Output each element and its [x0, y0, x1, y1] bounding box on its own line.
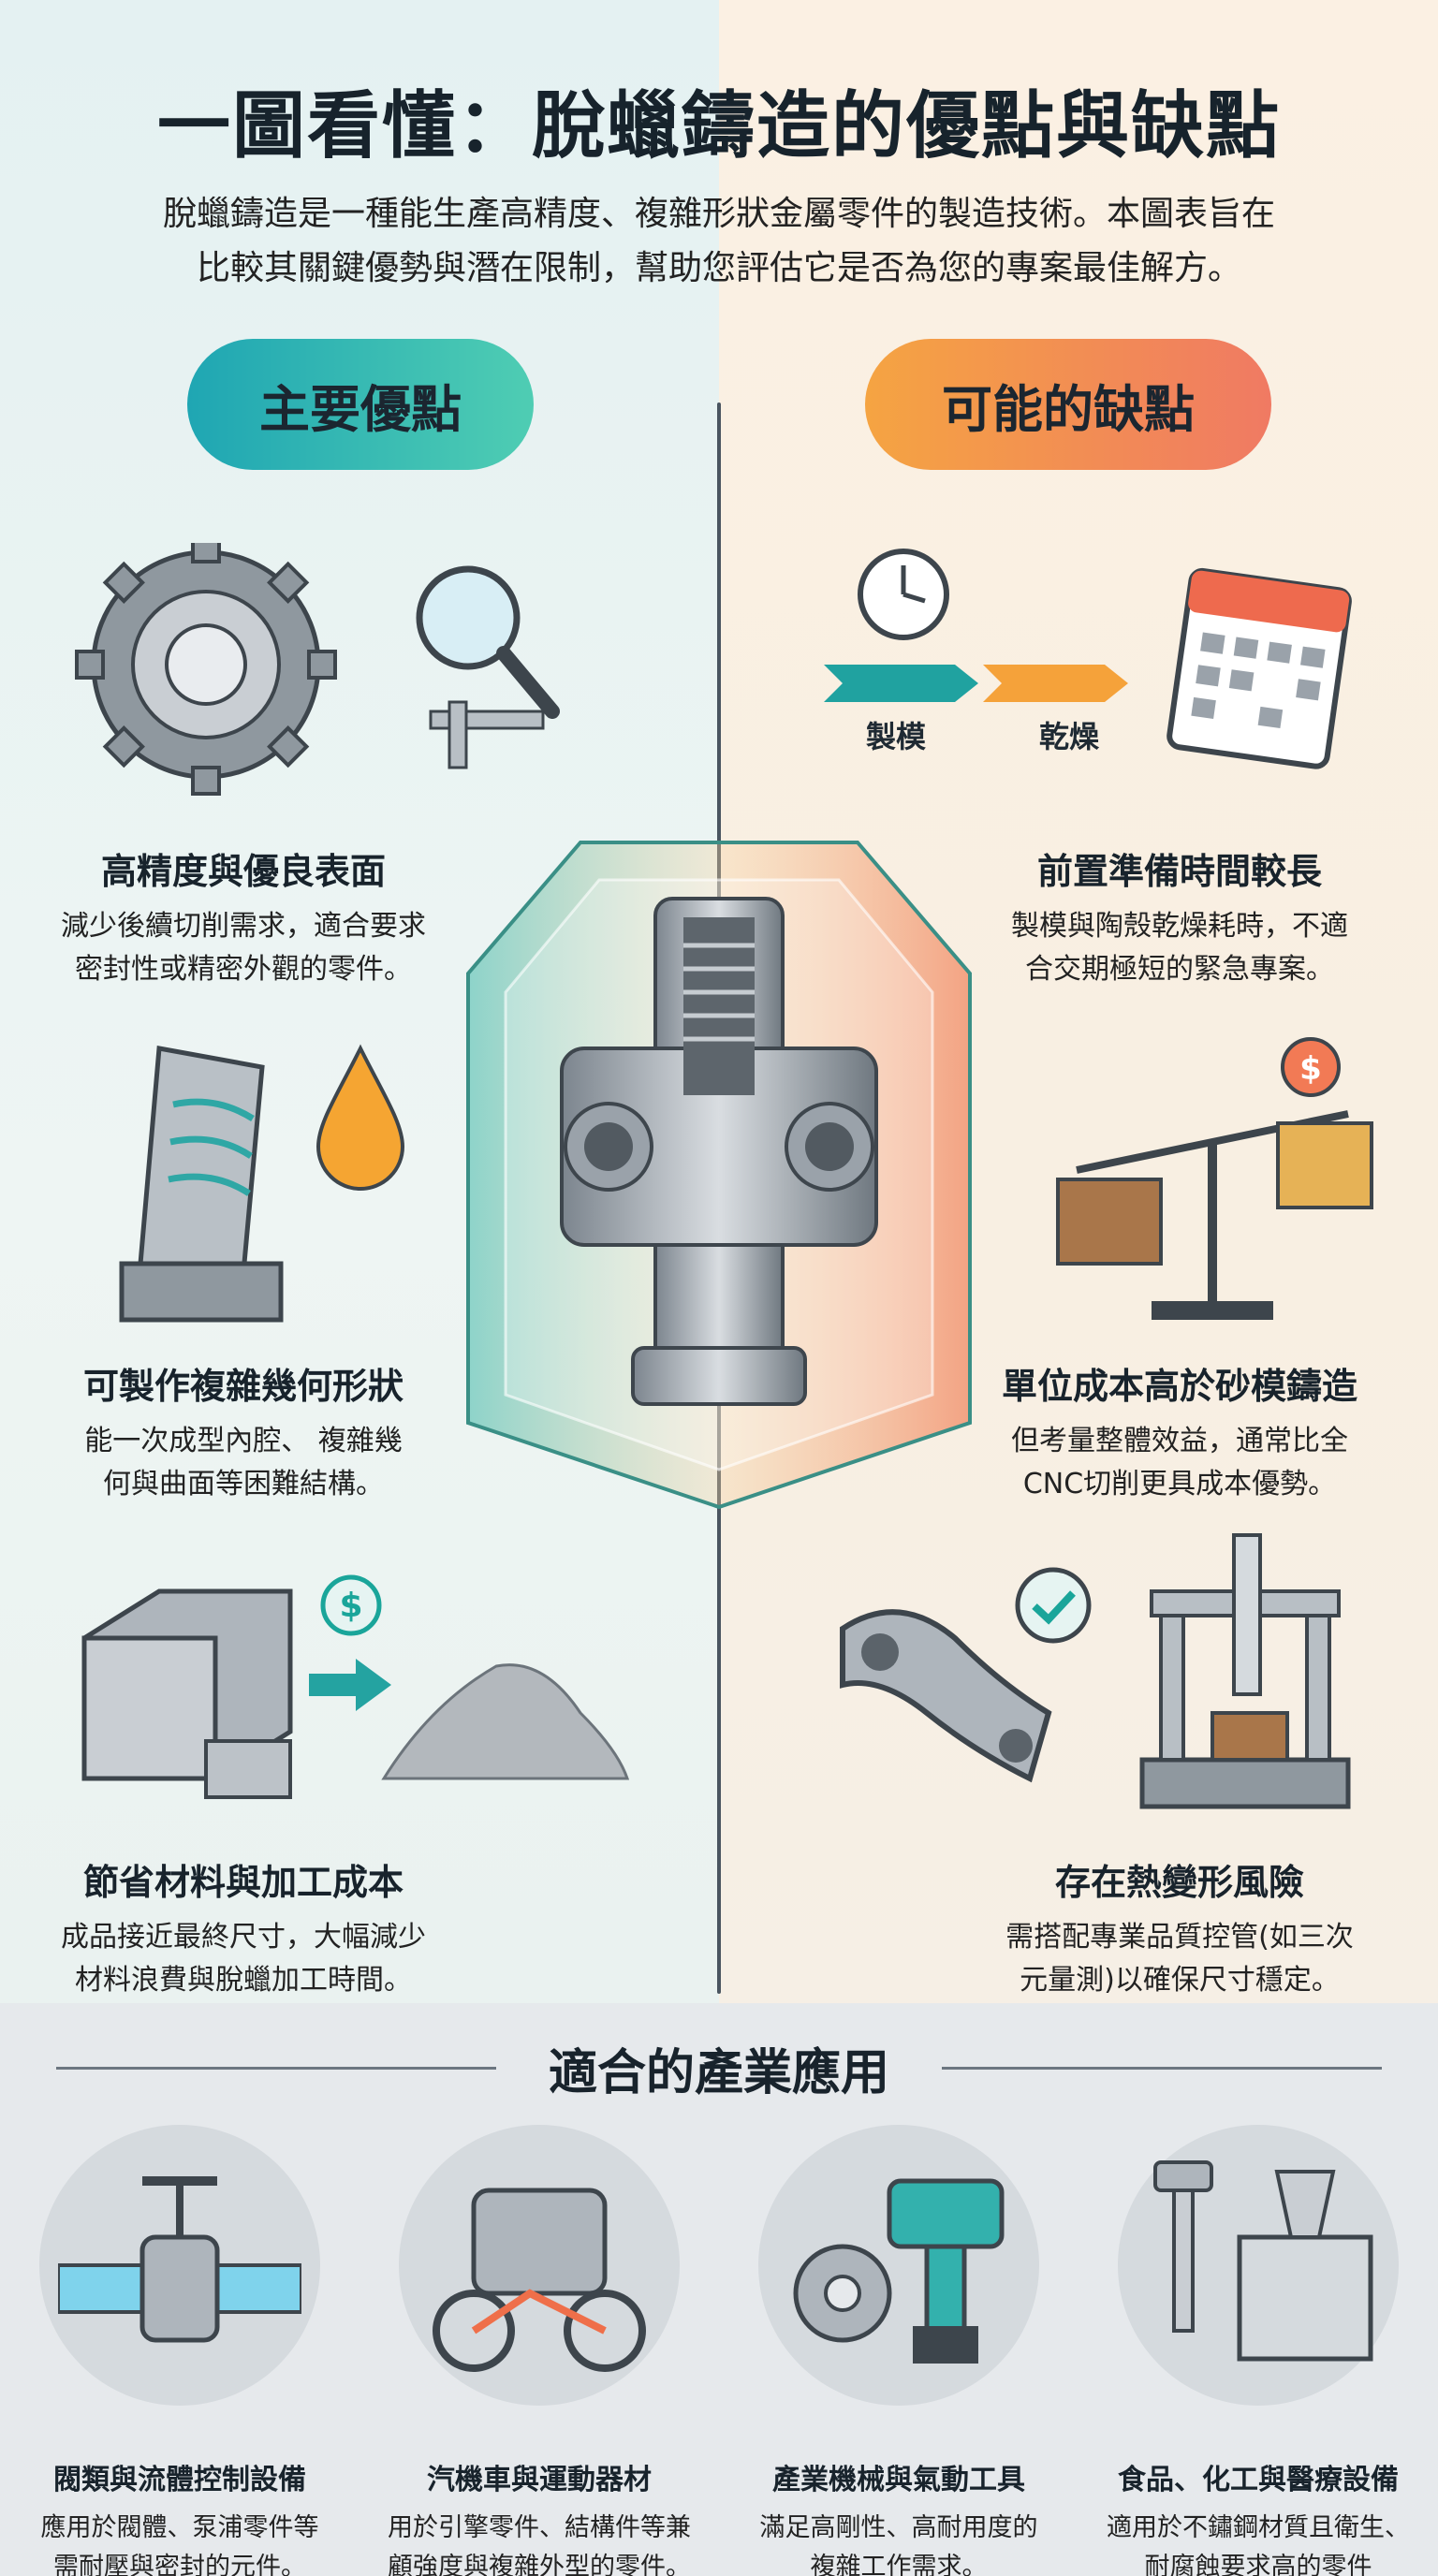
- con-item-2-desc: 但考量整體效益，通常比全 CNC切削更具成本優勢。: [974, 1420, 1386, 1506]
- metal-block-icon: [81, 1588, 293, 1799]
- pro-item-2-desc: 能一次成型內腔、 複雜幾 何與曲面等困難結構。: [37, 1420, 449, 1506]
- intro-line-1: 脫蠟鑄造是一種能生產高精度、複雜形狀金屬零件的製造技術。本圖表旨在: [162, 195, 1275, 233]
- con-item-2-title: 單位成本高於砂模鑄造: [1001, 1366, 1357, 1407]
- clock-icon: [858, 549, 949, 640]
- section-rule-right: [942, 2067, 1382, 2070]
- con-item-1-desc: 製模與陶殼乾燥耗時，不適 合交期極短的緊急專案。: [974, 905, 1386, 991]
- pro-item-3-title: 節省材料與加工成本: [82, 1862, 404, 1903]
- gear-icon: [75, 543, 337, 796]
- valve-body-illustration: [466, 841, 972, 1510]
- pro-item-3-line-1: 成品接近最終尺寸，大幅減少: [61, 1921, 426, 1954]
- industry-item-3-line-2: 複雜工作需求。: [810, 2553, 988, 2576]
- industry-item-1-line-1: 應用於閥體、泵浦零件等: [40, 2513, 319, 2542]
- industry-item-3-desc: 滿足高剛性、高耐用度的 複雜工作需求。: [719, 2509, 1078, 2576]
- pro-item-3: 節省材料與加工成本 成品接近最終尺寸，大幅減少 材料浪費與脫蠟加工時間。: [37, 1853, 449, 2002]
- pros-heading: 主要優點: [187, 339, 534, 470]
- industry-item-4-title: 食品、化工與醫療設備: [1118, 2464, 1399, 2496]
- cmm-machine-icon: [1139, 1533, 1351, 1809]
- industries-heading: 適合的產業應用: [548, 2045, 889, 2101]
- drill-glyph: [793, 2178, 1005, 2364]
- pro-item-2-line-2: 何與曲面等困難結構。: [103, 1468, 384, 1500]
- timeline-arrows: [824, 665, 1128, 702]
- con-item-3-line-1: 需搭配專業品質控管(如三次: [1005, 1921, 1354, 1954]
- industry-item-1-desc: 應用於閥體、泵浦零件等 需耐壓與密封的元件。: [0, 2509, 360, 2576]
- food-machine-glyph: [1153, 2160, 1373, 2362]
- cons-heading: 可能的缺點: [865, 339, 1271, 470]
- pro-item-2-line-1: 能一次成型內腔、 複雜幾: [84, 1425, 403, 1457]
- pro-item-2-title: 可製作複雜幾何形狀: [82, 1366, 404, 1407]
- warped-part-icon: [840, 1609, 1052, 1783]
- turbine-blade-icon: [119, 1046, 284, 1323]
- check-icon: [1015, 1567, 1092, 1644]
- industry-item-1-title: 閥類與流體控制設備: [53, 2464, 306, 2496]
- balance-scale-icon: $: [1056, 1037, 1373, 1320]
- pro-item-1-desc: 減少後續切削需求，適合要求 密封性或精密外觀的零件。: [37, 905, 449, 991]
- wax-drop-icon: [315, 1044, 405, 1191]
- con-item-3-desc: 需搭配專業品質控管(如三次 元量測)以確保尺寸穩定。: [974, 1916, 1386, 2002]
- arrow-icon: [309, 1659, 391, 1711]
- industry-item-1-line-2: 需耐壓與密封的元件。: [53, 2553, 306, 2576]
- industry-item-4-desc: 適用於不鏽鋼材質且衛生、 耐腐蝕要求高的零件: [1078, 2509, 1438, 2576]
- industry-item-3-title: 產業機械與氣動工具: [772, 2464, 1025, 2496]
- intro-line-2: 比較其關鍵優勢與潛在限制，幫助您評估它是否為您的專案最佳解方。: [196, 249, 1241, 287]
- intro-text: 脫蠟鑄造是一種能生產高精度、複雜形狀金屬零件的製造技術。本圖表旨在 比較其關鍵優…: [94, 187, 1344, 296]
- con-item-3-line-2: 元量測)以確保尺寸穩定。: [1020, 1964, 1340, 1997]
- con-item-2: 單位成本高於砂模鑄造 但考量整體效益，通常比全 CNC切削更具成本優勢。: [974, 1357, 1386, 1506]
- pro-item-2: 可製作複雜幾何形狀 能一次成型內腔、 複雜幾 何與曲面等困難結構。: [37, 1357, 449, 1506]
- industry-item-2-line-1: 用於引擎零件、結構件等兼: [388, 2513, 691, 2542]
- engine-glyph: [433, 2188, 646, 2372]
- caliper-icon: [429, 700, 545, 769]
- pro-item-1-title: 高精度與優良表面: [100, 851, 386, 892]
- pro-item-1-line-1: 減少後續切削需求，適合要求: [61, 910, 426, 943]
- industry-item-2-desc: 用於引擎零件、結構件等兼 顧強度與複雜外型的零件。: [360, 2509, 719, 2576]
- dollar-icon: $: [320, 1574, 382, 1636]
- con-item-3-title: 存在熱變形風險: [1054, 1862, 1304, 1903]
- industry-item-3-line-1: 滿足高剛性、高耐用度的: [759, 2513, 1038, 2542]
- timeline-step-2: 乾燥: [1039, 719, 1100, 754]
- pro-item-1-line-2: 密封性或精密外觀的零件。: [75, 953, 412, 986]
- industry-item-4-line-2: 耐腐蝕要求高的零件: [1144, 2553, 1372, 2576]
- con-item-2-line-1: 但考量整體效益，通常比全: [1011, 1425, 1348, 1457]
- svg-text:$: $: [339, 1587, 362, 1625]
- con-item-1-line-2: 合交期極短的緊急專案。: [1025, 953, 1334, 986]
- calendar-icon: [1167, 567, 1352, 769]
- con-item-1-title: 前置準備時間較長: [1036, 851, 1322, 892]
- con-item-3: 存在熱變形風險 需搭配專業品質控管(如三次 元量測)以確保尺寸穩定。: [974, 1853, 1386, 2002]
- industry-item-2-title: 汽機車與運動器材: [427, 2464, 652, 2496]
- pro-item-3-line-2: 材料浪費與脫蠟加工時間。: [75, 1964, 412, 1997]
- con-item-1: 前置準備時間較長 製模與陶殼乾燥耗時，不適 合交期極短的緊急專案。: [974, 842, 1386, 991]
- powder-pile-icon: [381, 1663, 630, 1780]
- magnifier-icon: [416, 565, 560, 719]
- pro-item-3-desc: 成品接近最終尺寸，大幅減少 材料浪費與脫蠟加工時間。: [37, 1916, 449, 2002]
- pro-item-1: 高精度與優良表面 減少後續切削需求，適合要求 密封性或精密外觀的零件。: [37, 842, 449, 991]
- timeline-step-1: 製模: [866, 719, 927, 754]
- svg-text:$: $: [1299, 1050, 1322, 1088]
- industry-item-2-line-2: 顧強度與複雜外型的零件。: [388, 2553, 691, 2576]
- industry-item-4-line-1: 適用於不鏽鋼材質且衛生、: [1107, 2513, 1410, 2542]
- page-title: 一圖看懂：脫蠟鑄造的優點與缺點: [156, 84, 1281, 168]
- con-item-1-line-1: 製模與陶殼乾燥耗時，不適: [1011, 910, 1348, 943]
- section-rule-left: [56, 2067, 496, 2070]
- con-item-2-line-2: CNC切削更具成本優勢。: [1022, 1468, 1337, 1500]
- valve-glyph: [58, 2176, 301, 2343]
